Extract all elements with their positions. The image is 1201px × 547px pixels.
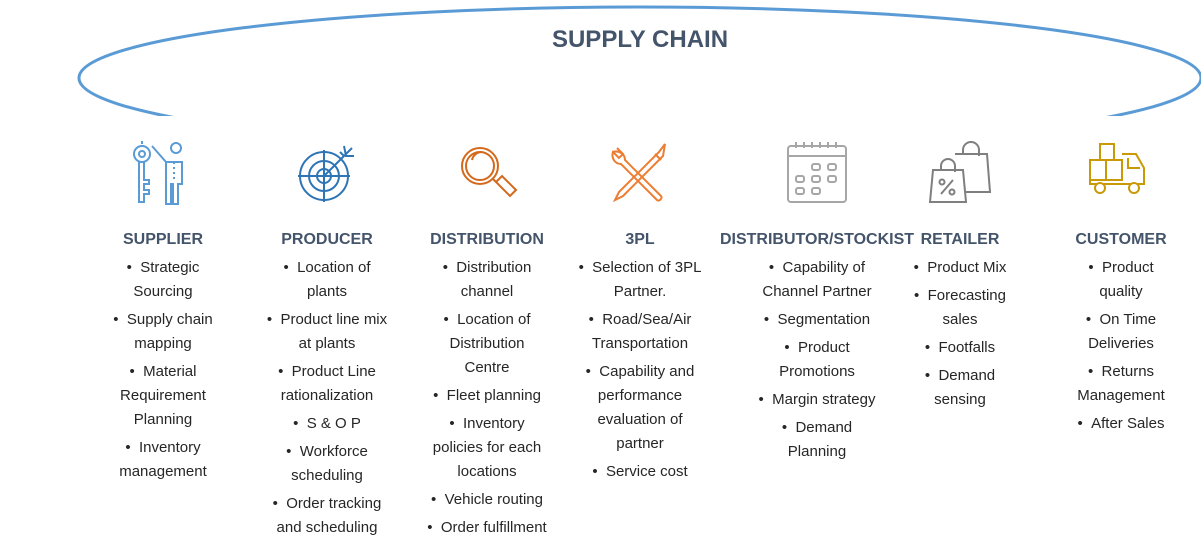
list-item: Supply chain mapping xyxy=(98,308,228,356)
bullet-list: Product MixForecasting salesFootfallsDem… xyxy=(900,256,1020,412)
list-item: Product quality xyxy=(1056,256,1186,304)
column-heading: RETAILER xyxy=(920,231,1000,248)
calendar-icon xyxy=(717,140,917,206)
column-producer: PRODUCER Location of plantsProduct line m… xyxy=(252,140,402,544)
list-item: Location of Distribution Centre xyxy=(412,308,562,380)
target-icon xyxy=(252,140,402,206)
list-item: Strategic Sourcing xyxy=(98,256,228,304)
list-item: Order fulfillment xyxy=(412,516,562,540)
list-item: Demand sensing xyxy=(900,364,1020,412)
list-item: Margin strategy xyxy=(717,388,917,412)
column-heading: DISTRIBUTOR/STOCKIST xyxy=(719,231,915,248)
list-item: Inventory policies for each locations xyxy=(412,412,562,484)
column-heading: CUSTOMER xyxy=(1075,231,1167,248)
list-item: Product line mix at plants xyxy=(252,308,402,356)
list-item: Product Promotions xyxy=(717,336,917,384)
column-3pl: 3PL Selection of 3PL Partner.Road/Sea/Air… xyxy=(565,140,715,488)
list-item: Capability and performance evaluation of… xyxy=(565,360,715,456)
list-item: Product Mix xyxy=(900,256,1020,280)
column-distribution: DISTRIBUTION Distribution channelLocation… xyxy=(412,140,562,544)
list-item: Returns Management xyxy=(1056,360,1186,408)
list-item: Service cost xyxy=(565,460,715,484)
column-heading: PRODUCER xyxy=(281,231,373,248)
bullet-list: Capability of Channel PartnerSegmentatio… xyxy=(717,256,917,464)
column-heading: DISTRIBUTION xyxy=(430,231,544,248)
bullet-list: Product qualityOn Time DeliveriesReturns… xyxy=(1056,256,1186,436)
list-item: Forecasting sales xyxy=(900,284,1020,332)
list-item: Selection of 3PL Partner. xyxy=(565,256,715,304)
list-item: S & O P xyxy=(252,412,402,436)
key-person-icon xyxy=(98,140,228,206)
list-item: Fleet planning xyxy=(412,384,562,408)
column-retailer: RETAILER Product MixForecasting salesFoot… xyxy=(900,140,1020,416)
list-item: Road/Sea/Air Transportation xyxy=(565,308,715,356)
bullet-list: Selection of 3PL Partner.Road/Sea/Air Tr… xyxy=(565,256,715,484)
bullet-list: Location of plantsProduct line mix at pl… xyxy=(252,256,402,540)
delivery-truck-icon xyxy=(1056,140,1186,206)
shopping-bags-icon xyxy=(900,140,1020,206)
list-item: Capability of Channel Partner xyxy=(717,256,917,304)
list-item: After Sales xyxy=(1056,412,1186,436)
list-item: Distribution channel xyxy=(412,256,562,304)
list-item: Location of plants xyxy=(252,256,402,304)
list-item: Material Requirement Planning xyxy=(98,360,228,432)
list-item: Order tracking and scheduling xyxy=(252,492,402,540)
tools-icon xyxy=(565,140,715,206)
column-distributor-stockist: DISTRIBUTOR/STOCKIST Capability of Channe… xyxy=(717,140,917,468)
list-item: Product Line rationalization xyxy=(252,360,402,408)
list-item: Workforce scheduling xyxy=(252,440,402,488)
page-title: SUPPLY CHAIN xyxy=(551,26,729,53)
supply-chain-arc xyxy=(77,5,1201,116)
bullet-list: Strategic SourcingSupply chain mappingMa… xyxy=(98,256,228,484)
bullet-list: Distribution channelLocation of Distribu… xyxy=(412,256,562,540)
list-item: Vehicle routing xyxy=(412,488,562,512)
list-item: Demand Planning xyxy=(717,416,917,464)
magnifier-icon xyxy=(412,140,562,206)
list-item: Inventory management xyxy=(98,436,228,484)
column-supplier: SUPPLIER Strategic SourcingSupply chain m… xyxy=(98,140,228,488)
list-item: On Time Deliveries xyxy=(1056,308,1186,356)
list-item: Segmentation xyxy=(717,308,917,332)
list-item: Footfalls xyxy=(900,336,1020,360)
column-customer: CUSTOMER Product qualityOn Time Deliverie… xyxy=(1056,140,1186,440)
column-heading: SUPPLIER xyxy=(122,231,203,248)
column-heading: 3PL xyxy=(625,231,655,248)
